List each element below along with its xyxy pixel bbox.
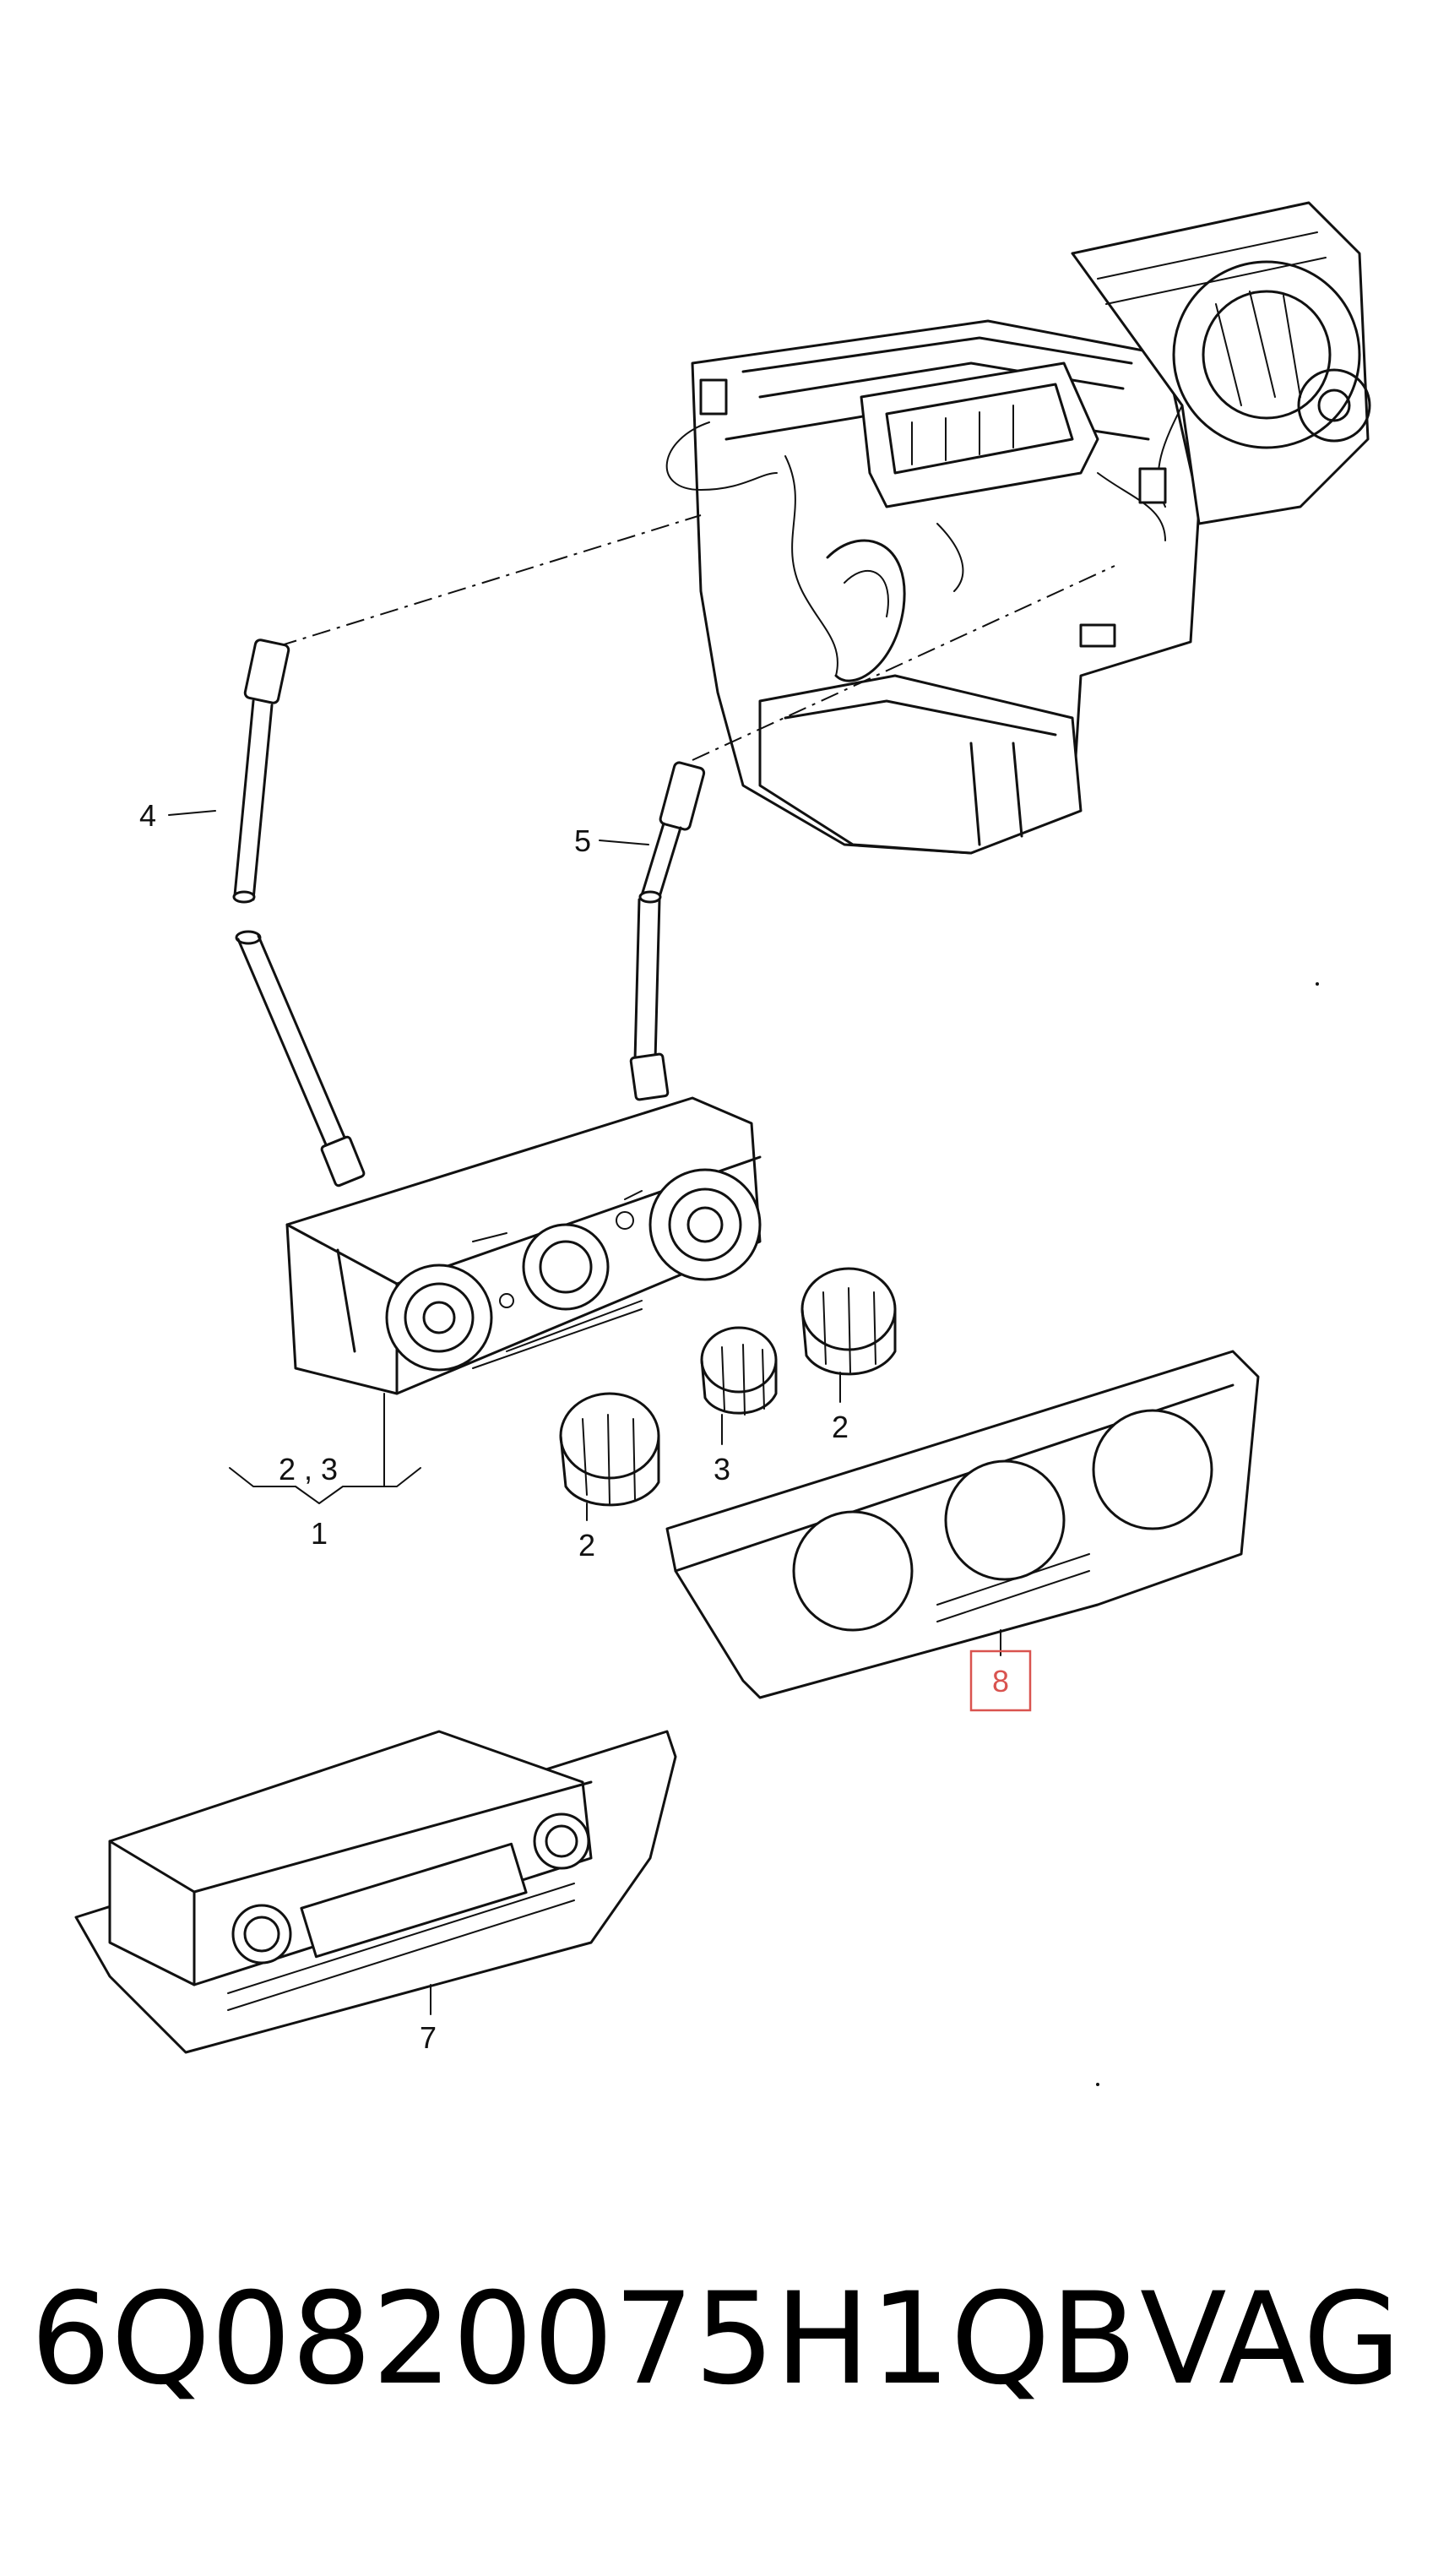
heater-box-assembly — [665, 201, 1371, 855]
svg-text:3: 3 — [714, 1452, 730, 1486]
svg-text:8: 8 — [992, 1664, 1009, 1698]
brand-caption: VAG — [1140, 2266, 1402, 2413]
callout-7: 7 — [420, 1984, 437, 2055]
callout-4: 4 — [139, 798, 216, 833]
knob-2-right — [800, 1267, 897, 1376]
knob-2-left — [559, 1392, 660, 1507]
part-number-caption: 6Q0820075H1QB — [30, 2266, 1137, 2413]
cable-4-leader — [278, 514, 702, 647]
svg-text:2: 2 — [578, 1528, 595, 1562]
speck — [1096, 2083, 1099, 2086]
callout-1-group: 2 , 3 1 — [229, 1393, 421, 1551]
svg-text:1: 1 — [311, 1516, 328, 1551]
bowden-cable-4 — [232, 639, 366, 1187]
bowden-cable-5 — [629, 761, 706, 1101]
svg-text:5: 5 — [574, 823, 591, 858]
callout-2-left: 2 — [578, 1503, 595, 1562]
specks — [1316, 982, 1319, 986]
svg-text:7: 7 — [420, 2020, 437, 2055]
trim-panel-8 — [665, 1350, 1260, 1699]
callout-3: 3 — [714, 1414, 730, 1486]
callout-2-right: 2 — [832, 1372, 849, 1444]
svg-text:4: 4 — [139, 798, 156, 833]
callout-5: 5 — [574, 823, 649, 858]
svg-text:2: 2 — [832, 1410, 849, 1444]
knob-3 — [700, 1326, 778, 1416]
svg-text:2 , 3: 2 , 3 — [279, 1452, 338, 1486]
control-unit-7 — [74, 1730, 677, 2054]
heater-control-unit — [285, 1096, 762, 1395]
cable-5-leader — [692, 565, 1115, 761]
callout-8-highlighted[interactable]: 8 — [969, 1629, 1032, 1712]
